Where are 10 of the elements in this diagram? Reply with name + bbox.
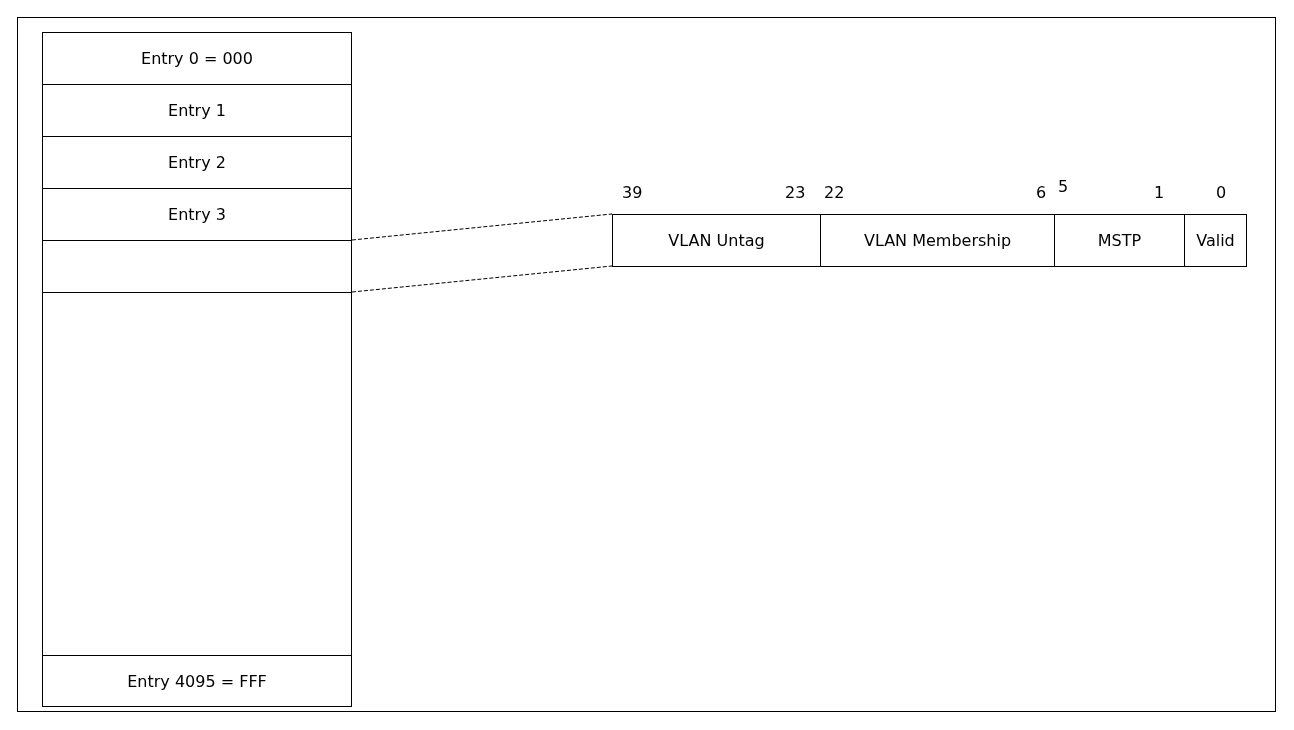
memory-table [42, 32, 352, 707]
bit-number: 39 [622, 183, 643, 202]
bit-number: 22 [824, 183, 845, 202]
dashed-line [351, 213, 613, 241]
dashed-line [351, 265, 613, 293]
bit-number: 5 [1058, 177, 1069, 196]
bit-number: 0 [1216, 183, 1227, 202]
bit-number: 23 [785, 183, 806, 202]
bit-number: 6 [1036, 183, 1047, 202]
bit-number: 1 [1154, 183, 1165, 202]
